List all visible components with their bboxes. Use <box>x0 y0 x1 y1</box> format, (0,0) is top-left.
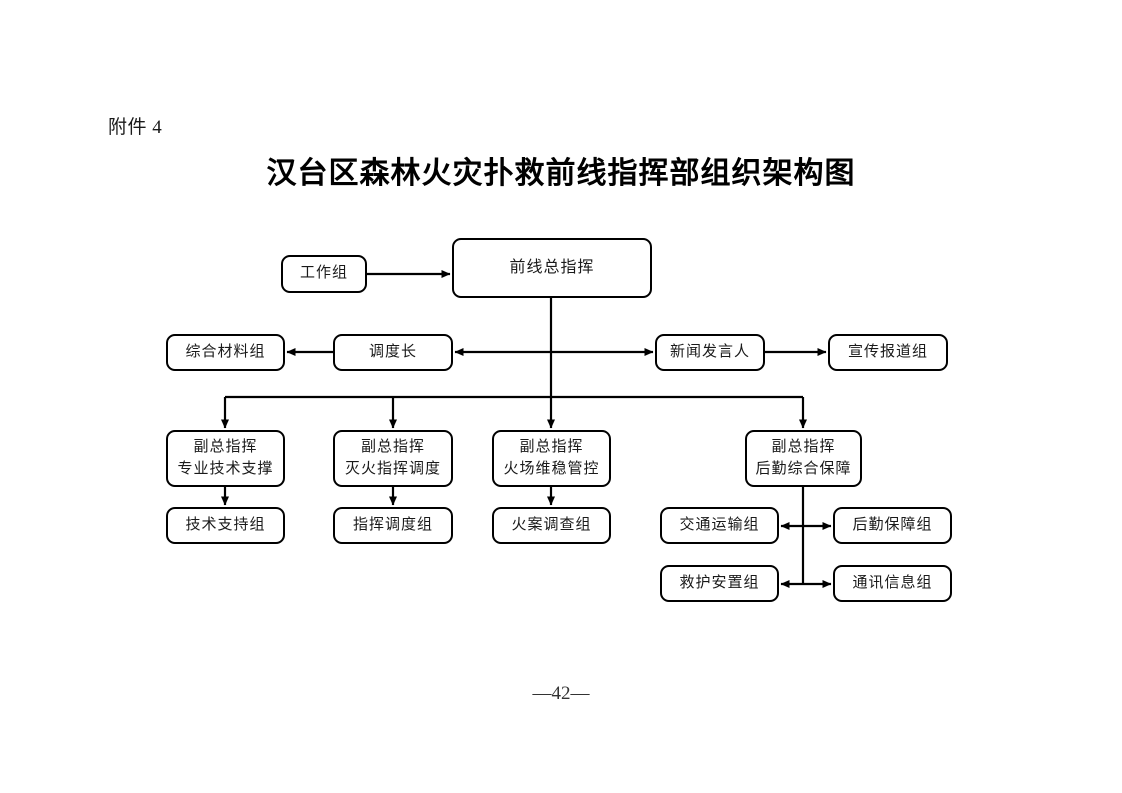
node-deputy-scene: 副总指挥火场维稳管控 <box>492 430 611 487</box>
node-label: 调度长 <box>368 343 417 360</box>
node-rescue-group: 救护安置组 <box>660 565 779 602</box>
node-fire-investigate: 火案调查组 <box>492 507 611 544</box>
node-transport-group: 交通运输组 <box>660 507 779 544</box>
node-label: 新闻发言人 <box>669 343 750 360</box>
node-label: 前线总指挥 <box>509 259 595 277</box>
node-work-group: 工作组 <box>281 255 367 293</box>
node-label: 救护安置组 <box>679 574 760 591</box>
node-label: 工作组 <box>299 265 348 282</box>
attachment-label: 附件 4 <box>108 117 163 138</box>
page-number: —42— <box>532 683 590 704</box>
node-label: 指挥调度组 <box>352 516 433 533</box>
node-sublabel: 灭火指挥调度 <box>344 460 441 477</box>
node-label: 副总指挥 <box>519 438 584 455</box>
node-spokesperson: 新闻发言人 <box>655 334 765 371</box>
node-label: 副总指挥 <box>360 438 425 455</box>
node-label: 火案调查组 <box>511 516 592 533</box>
node-label: 后勤保障组 <box>852 516 933 533</box>
node-dispatch-chief: 调度长 <box>333 334 453 371</box>
node-sublabel: 专业技术支撑 <box>177 460 274 477</box>
node-label: 副总指挥 <box>771 438 836 455</box>
node-label: 宣传报道组 <box>847 343 928 360</box>
node-label: 交通运输组 <box>679 516 760 533</box>
node-label: 技术支持组 <box>185 516 266 533</box>
node-deputy-fire: 副总指挥灭火指挥调度 <box>333 430 453 487</box>
node-sublabel: 后勤综合保障 <box>755 460 852 477</box>
node-logistics-group: 后勤保障组 <box>833 507 952 544</box>
node-deputy-tech: 副总指挥专业技术支撑 <box>166 430 285 487</box>
node-comms-group: 通讯信息组 <box>833 565 952 602</box>
node-publicity-group: 宣传报道组 <box>828 334 948 371</box>
node-material-group: 综合材料组 <box>166 334 285 371</box>
node-command-dispatch: 指挥调度组 <box>333 507 453 544</box>
node-sublabel: 火场维稳管控 <box>503 460 600 477</box>
node-chief-commander: 前线总指挥 <box>452 238 652 298</box>
node-label: 通讯信息组 <box>852 574 933 591</box>
node-label: 综合材料组 <box>185 343 266 360</box>
node-label: 副总指挥 <box>193 438 258 455</box>
node-deputy-logistics: 副总指挥后勤综合保障 <box>745 430 862 487</box>
node-tech-support: 技术支持组 <box>166 507 285 544</box>
page-title: 汉台区森林火灾扑救前线指挥部组织架构图 <box>266 157 856 190</box>
